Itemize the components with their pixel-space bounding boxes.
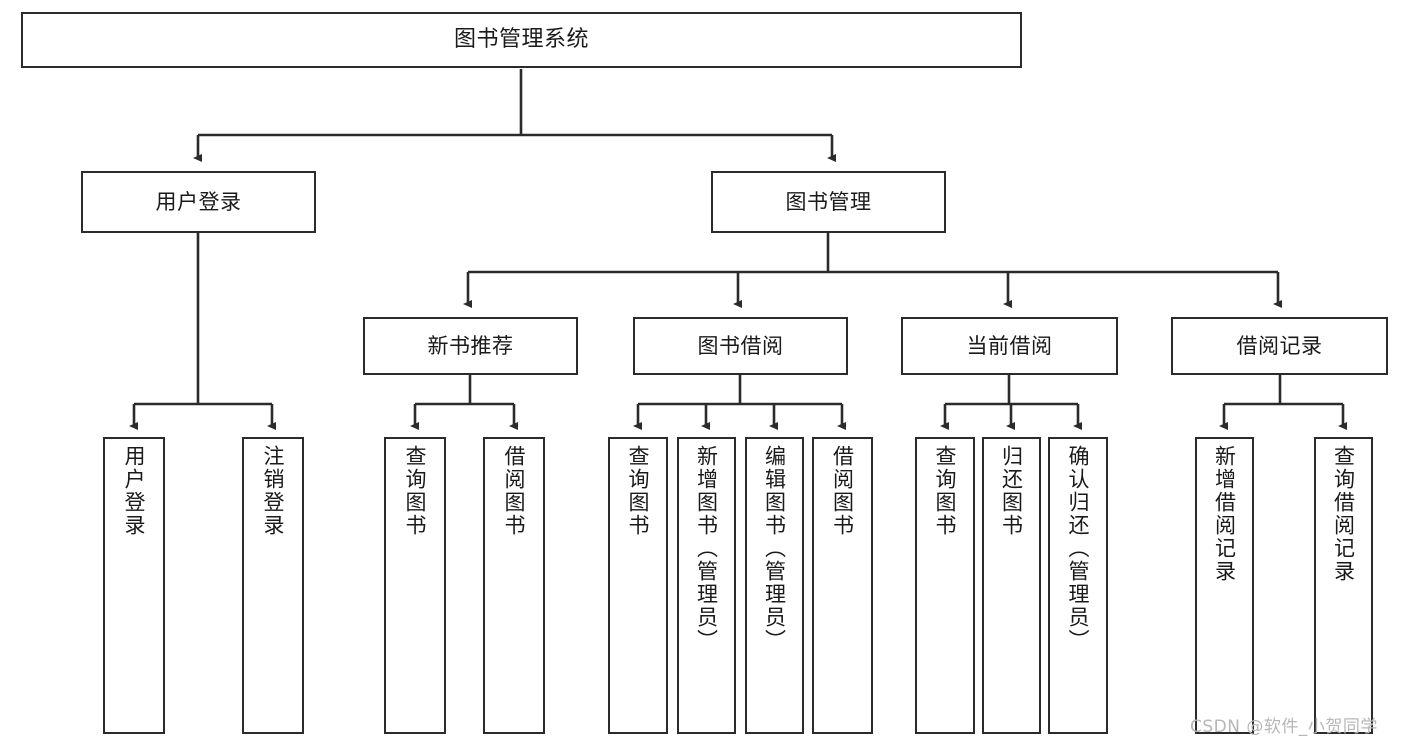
node-label: 确认归还（管理员） (1066, 445, 1091, 652)
node-label: 新增图书（管理员） (694, 445, 719, 652)
node-label: 归还图书 (999, 445, 1024, 537)
node-leaf-confirm-return[interactable]: 确认归还（管理员） (1048, 437, 1108, 734)
node-leaf-query-book-3[interactable]: 查询图书 (915, 437, 975, 734)
node-label: 用户登录 (155, 189, 242, 214)
node-leaf-user-login[interactable]: 用户登录 (103, 437, 165, 734)
node-leaf-add-book[interactable]: 新增图书（管理员） (677, 437, 736, 734)
node-label: 查询图书 (933, 445, 958, 537)
watermark-text: CSDN @软件_小贺同学 (1190, 717, 1378, 737)
node-book-borrow[interactable]: 图书借阅 (633, 317, 848, 375)
node-leaf-query-book-1[interactable]: 查询图书 (384, 437, 446, 734)
node-label: 借阅图书 (830, 445, 855, 537)
node-leaf-user-logout[interactable]: 注销登录 (242, 437, 304, 734)
node-new-book-recommend[interactable]: 新书推荐 (363, 317, 578, 375)
node-label: 借阅记录 (1236, 333, 1323, 358)
node-label: 用户登录 (122, 445, 147, 537)
node-label: 图书管理 (785, 189, 872, 214)
node-label: 当前借阅 (966, 333, 1053, 358)
node-label: 注销登录 (261, 445, 286, 537)
node-label: 图书借阅 (697, 333, 784, 358)
node-leaf-edit-book[interactable]: 编辑图书（管理员） (745, 437, 804, 734)
node-current-borrow[interactable]: 当前借阅 (901, 317, 1118, 375)
node-book-manage[interactable]: 图书管理 (711, 171, 946, 233)
node-label: 查询图书 (403, 445, 428, 537)
node-label: 查询图书 (626, 445, 651, 537)
node-leaf-borrow-book-2[interactable]: 借阅图书 (812, 437, 873, 734)
node-label: 查询借阅记录 (1331, 445, 1356, 583)
node-root-system[interactable]: 图书管理系统 (21, 12, 1022, 68)
node-leaf-borrow-book-1[interactable]: 借阅图书 (483, 437, 545, 734)
node-leaf-query-record[interactable]: 查询借阅记录 (1314, 437, 1373, 734)
node-borrow-record[interactable]: 借阅记录 (1171, 317, 1388, 375)
node-label: 借阅图书 (502, 445, 527, 537)
node-leaf-return-book[interactable]: 归还图书 (982, 437, 1041, 734)
node-label: 图书管理系统 (453, 26, 589, 52)
node-user-login[interactable]: 用户登录 (81, 171, 316, 233)
node-leaf-add-record[interactable]: 新增借阅记录 (1195, 437, 1254, 734)
node-label: 新增借阅记录 (1212, 445, 1237, 583)
node-label: 新书推荐 (427, 333, 514, 358)
node-label: 编辑图书（管理员） (762, 445, 787, 652)
node-leaf-query-book-2[interactable]: 查询图书 (608, 437, 668, 734)
